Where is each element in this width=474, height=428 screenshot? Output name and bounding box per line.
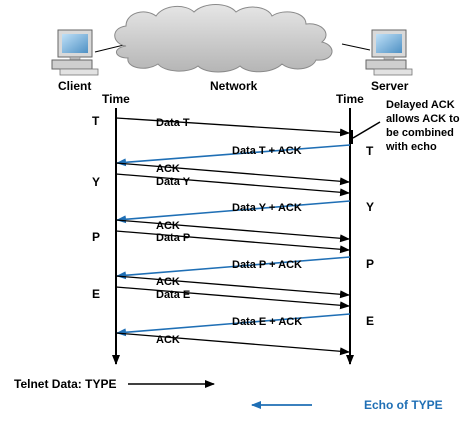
server-computer-icon bbox=[365, 29, 413, 76]
annotation-line-4: with echo bbox=[385, 141, 437, 153]
ack-2-arrow bbox=[115, 219, 350, 243]
server-letter-t: T bbox=[366, 144, 374, 158]
client-letter-y: Y bbox=[92, 175, 100, 189]
annotation-leader-line bbox=[352, 121, 381, 139]
client-letter-p: P bbox=[92, 230, 100, 244]
annotation-line-2: allows ACK to bbox=[386, 113, 460, 125]
data-e-label: Data E bbox=[156, 289, 190, 301]
server-letter-y: Y bbox=[366, 200, 374, 214]
data-t-label: Data T bbox=[156, 117, 190, 129]
data-p-label: Data P bbox=[156, 232, 190, 244]
data-p-ack-label: Data P + ACK bbox=[232, 259, 302, 271]
data-p-arrow bbox=[115, 230, 350, 254]
data-e-ack-label: Data E + ACK bbox=[232, 316, 302, 328]
data-t-ack-arrow bbox=[116, 144, 351, 167]
data-y-arrow bbox=[115, 173, 350, 197]
data-p-ack-arrow bbox=[116, 256, 351, 280]
server-time-label: Time bbox=[336, 92, 364, 106]
annotation-line-1: Delayed ACK bbox=[386, 99, 455, 111]
legend-echo-label: Echo of TYPE bbox=[364, 398, 443, 412]
data-y-ack-label: Data Y + ACK bbox=[232, 202, 302, 214]
ack-4-arrow bbox=[115, 332, 350, 356]
ack-1-label: ACK bbox=[156, 163, 180, 175]
network-cloud-icon bbox=[114, 4, 333, 73]
ack-2-label: ACK bbox=[156, 220, 180, 232]
client-label: Client bbox=[58, 79, 91, 93]
data-y-ack-arrow bbox=[116, 200, 351, 224]
client-letter-e: E bbox=[92, 287, 100, 301]
annotation-line-3: be combined bbox=[386, 127, 454, 139]
ack-4-label: ACK bbox=[156, 334, 180, 346]
ack-1-arrow bbox=[115, 162, 350, 186]
server-letter-e: E bbox=[366, 314, 374, 328]
server-letter-p: P bbox=[366, 257, 374, 271]
client-computer-icon bbox=[51, 29, 99, 76]
legend-telnet-label: Telnet Data: TYPE bbox=[14, 377, 116, 391]
data-t-arrow bbox=[115, 117, 350, 137]
data-t-ack-label: Data T + ACK bbox=[232, 145, 302, 157]
server-label: Server bbox=[371, 79, 409, 93]
data-e-ack-arrow bbox=[116, 313, 351, 337]
server-link-line bbox=[341, 43, 371, 51]
ack-3-label: ACK bbox=[156, 276, 180, 288]
network-label: Network bbox=[210, 79, 258, 93]
ack-3-arrow bbox=[115, 275, 350, 299]
client-letter-t: T bbox=[92, 114, 100, 128]
data-e-arrow bbox=[115, 286, 350, 310]
data-y-label: Data Y bbox=[156, 176, 191, 188]
delayed-ack-marker bbox=[349, 130, 353, 144]
client-time-label: Time bbox=[102, 92, 130, 106]
